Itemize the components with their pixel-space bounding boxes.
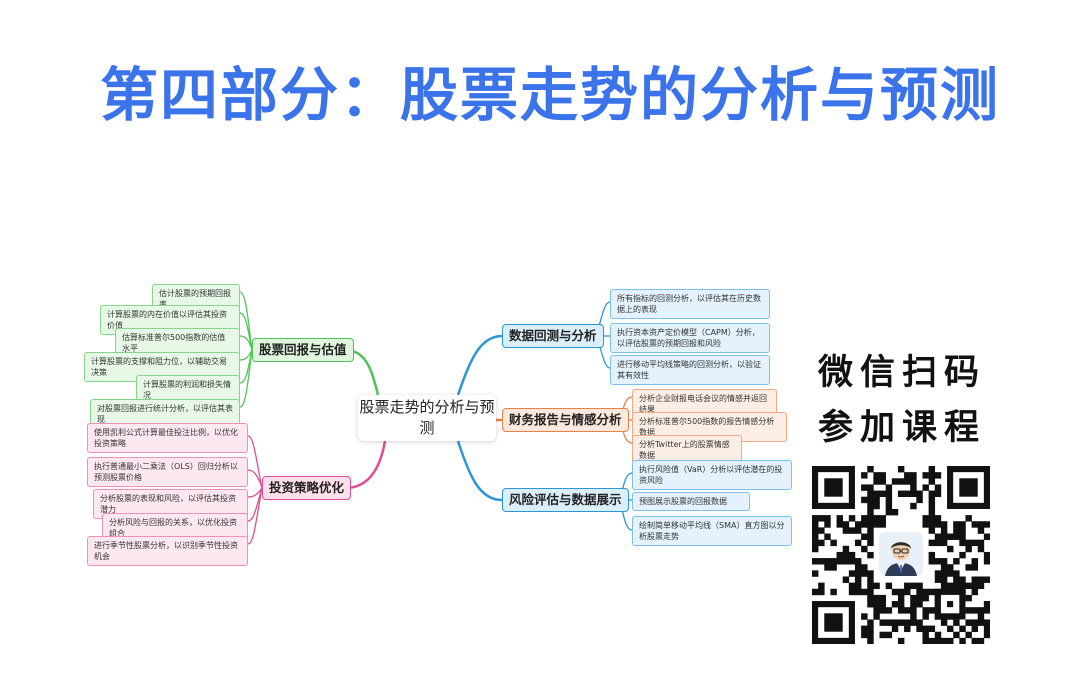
branch-risk-visualization: 风险评估与数据展示 — [502, 488, 629, 512]
leaf-strategy-1: 使用凯利公式计算最佳投注比例，以优化投资策略 — [87, 423, 248, 453]
leaf-backtest-2: 执行资本资产定价模型（CAPM）分析，以评估股票的预期回报和风险 — [610, 323, 770, 353]
leaf-backtest-1: 所有指标的回测分析，以评估其在历史数据上的表现 — [610, 289, 770, 319]
mindmap-center-node: 股票走势的分析与预测 — [358, 395, 496, 441]
leaf-risk-1: 执行风险值（VaR）分析以评估潜在的投资风险 — [632, 460, 792, 490]
branch-strategy-optimization: 投资策略优化 — [262, 476, 352, 500]
branch-returns-valuation: 股票回报与估值 — [252, 338, 354, 362]
promo-line-1: 微信扫码 — [817, 353, 986, 393]
page-title: 第四部分：股票走势的分析与预测 — [99, 61, 1000, 129]
qr-code[interactable] — [812, 466, 990, 644]
leaf-backtest-3: 进行移动平均线策略的回测分析，以验证其有效性 — [610, 355, 770, 385]
leaf-strategy-5: 进行季节性股票分析，以识别季节性投资机会 — [87, 536, 248, 566]
leaf-strategy-2: 执行普通最小二乘法（OLS）回归分析以预测股票价格 — [87, 457, 248, 487]
leaf-risk-3: 绘制简单移动平均线（SMA）直方图以分析股票走势 — [632, 516, 792, 546]
promo-line-2: 参加课程 — [817, 408, 986, 448]
leaf-risk-2: 预图展示股票的回报数据 — [632, 492, 750, 511]
avatar-icon — [879, 532, 923, 576]
branch-financial-sentiment: 财务报告与情感分析 — [502, 408, 629, 432]
branch-backtest-analysis: 数据回测与分析 — [502, 324, 604, 348]
